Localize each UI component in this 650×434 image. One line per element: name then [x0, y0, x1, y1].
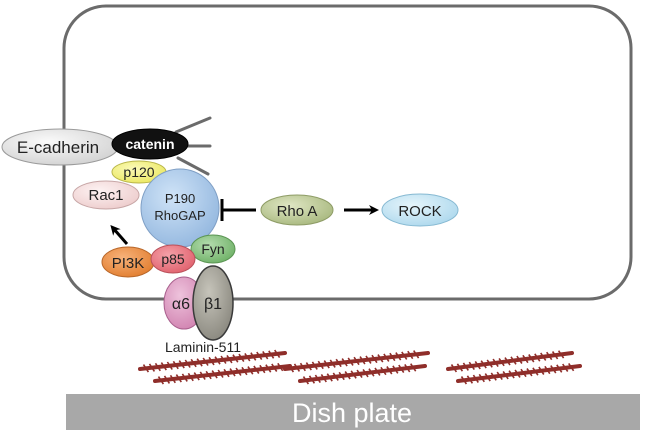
- p120-label: p120: [123, 164, 154, 180]
- rac1-node: [72, 180, 140, 210]
- pi3k-label: PI3K: [112, 255, 145, 272]
- cadherin-tail-line-bottom: [176, 156, 210, 176]
- dish-plate-bar: [66, 394, 640, 430]
- activation-arrow-pi3k-to-rac1: [110, 224, 129, 245]
- cadherin-tail-line-top: [174, 116, 212, 134]
- laminin-fiber: [153, 362, 292, 385]
- rock-node: [381, 193, 459, 227]
- laminin-fiber: [298, 363, 427, 385]
- rac1-label: Rac1: [88, 187, 123, 204]
- catenin-node: [111, 128, 189, 160]
- laminin-511-label: Laminin-511: [165, 339, 241, 355]
- laminin-fibers: [138, 349, 582, 385]
- p85-node: [150, 244, 196, 274]
- laminin-fiber: [283, 350, 430, 373]
- p190-label-line2: RhoGAP: [154, 208, 205, 223]
- e-cadherin-label: E-cadherin: [17, 138, 99, 157]
- beta1-label: β1: [204, 296, 222, 313]
- catenin-label: catenin: [125, 136, 174, 152]
- fyn-node: [190, 234, 236, 264]
- rho-a-label: Rho A: [277, 203, 318, 220]
- rho-a-node: [260, 194, 334, 226]
- laminin-fiber: [456, 362, 582, 385]
- dish-plate-label: Dish plate: [292, 398, 412, 428]
- beta1-integrin-node: [192, 265, 234, 341]
- p190-label-line1: P190: [165, 191, 195, 206]
- fyn-label: Fyn: [201, 241, 224, 257]
- alpha6-label: α6: [172, 296, 190, 313]
- laminin-fiber: [138, 349, 287, 373]
- rock-label: ROCK: [398, 203, 441, 220]
- p85-label: p85: [161, 251, 185, 267]
- laminin-fiber: [446, 350, 574, 373]
